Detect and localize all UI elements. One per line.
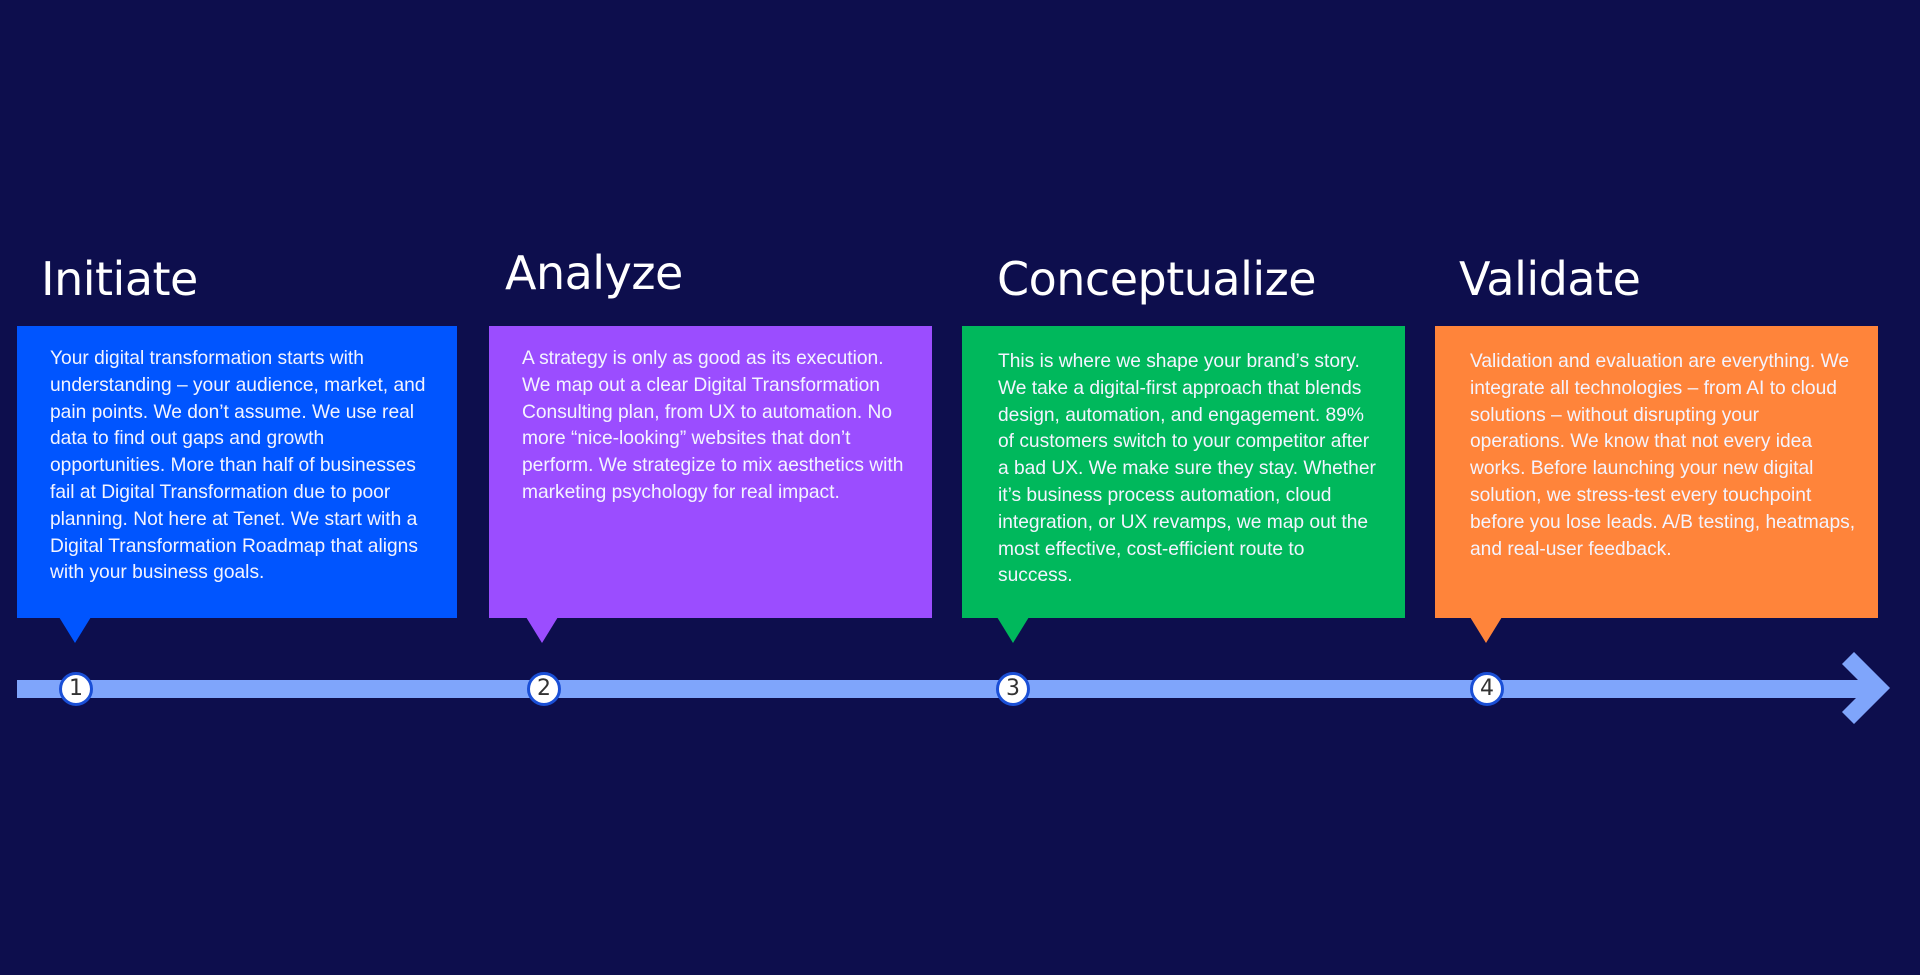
step-marker-2: 2 xyxy=(527,672,561,706)
stage-box-conceptualize: This is where we shape your brand’s stor… xyxy=(962,326,1405,618)
stage-description: A strategy is only as good as its execut… xyxy=(522,348,904,503)
stage-title-conceptualize: Conceptualize xyxy=(997,252,1317,306)
stage-description: Validation and evaluation are everything… xyxy=(1470,351,1856,560)
callout-pointer-icon xyxy=(1470,617,1502,643)
step-marker-1: 1 xyxy=(59,672,93,706)
step-marker-4: 4 xyxy=(1470,672,1504,706)
stage-description: This is where we shape your brand’s stor… xyxy=(998,351,1376,587)
stage-title-validate: Validate xyxy=(1459,252,1641,306)
stage-title-analyze: Analyze xyxy=(505,246,683,300)
stage-box-initiate: Your digital transformation starts with … xyxy=(17,326,457,618)
arrow-right-icon xyxy=(1841,652,1891,724)
stage-box-validate: Validation and evaluation are everything… xyxy=(1435,326,1878,618)
callout-pointer-icon xyxy=(997,617,1029,643)
callout-pointer-icon xyxy=(526,617,558,643)
timeline-bar xyxy=(17,680,1875,698)
stage-box-analyze: A strategy is only as good as its execut… xyxy=(489,326,932,618)
stage-title-initiate: Initiate xyxy=(41,252,198,306)
callout-pointer-icon xyxy=(59,617,91,643)
stage-description: Your digital transformation starts with … xyxy=(50,348,426,584)
step-marker-3: 3 xyxy=(996,672,1030,706)
